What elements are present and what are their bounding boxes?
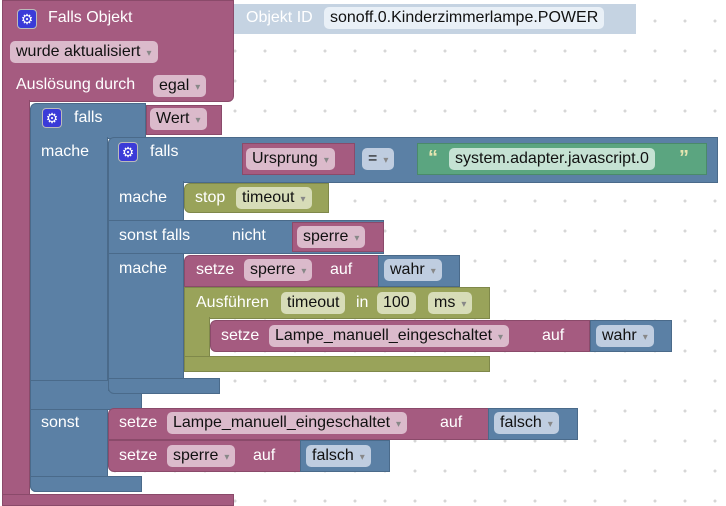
inner-do-label: mache [119, 189, 168, 206]
to-label: auf [542, 327, 565, 344]
unit-dropdown[interactable]: ms ▾ [428, 292, 473, 314]
bool-dropdown[interactable]: wahr ▾ [596, 325, 654, 347]
unit: ms [434, 294, 456, 311]
dropdown-arrow-icon: ▾ [396, 419, 402, 430]
delay-field[interactable]: 100 [377, 292, 416, 314]
dropdown-arrow-icon: ▾ [323, 155, 329, 166]
dropdown-arrow-icon: ▾ [224, 452, 230, 463]
to-label: auf [440, 414, 463, 431]
event-option: wurde aktualisiert [16, 43, 141, 60]
inner-if-spine [108, 181, 184, 391]
timeout-label: Ausführen [196, 294, 269, 311]
gear-icon[interactable]: ⚙ [42, 108, 62, 128]
gear-icon[interactable]: ⚙ [118, 142, 138, 162]
dropdown-arrow-icon: ▾ [642, 332, 648, 343]
compare-op: = [368, 150, 378, 167]
event-block-footer [2, 494, 234, 506]
outer-if-end [30, 476, 142, 492]
object-id-label: Objekt ID [246, 9, 313, 26]
set-sperre-var-dropdown[interactable]: sperre ▾ [167, 445, 236, 467]
timeout-end [184, 356, 490, 372]
set-label: setze [119, 414, 158, 431]
to-label: auf [253, 447, 276, 464]
bool-value: wahr [390, 261, 425, 278]
elseif-label: sonst falls [119, 227, 191, 244]
dropdown-arrow-icon: ▾ [146, 48, 152, 59]
outer-else-label: sonst [41, 414, 80, 431]
set-var: sperre [250, 261, 296, 278]
inner-do2-label: mache [119, 260, 168, 277]
not-label: nicht [232, 227, 266, 244]
not-var: sperre [303, 228, 349, 245]
dropdown-arrow-icon: ▾ [359, 452, 365, 463]
bool-dropdown[interactable]: falsch ▾ [306, 445, 371, 467]
compare-left-dropdown[interactable]: Ursprung ▾ [246, 148, 335, 170]
gear-icon[interactable]: ⚙ [17, 9, 37, 29]
dropdown-arrow-icon: ▾ [301, 266, 307, 277]
dropdown-arrow-icon: ▾ [547, 419, 553, 430]
open-quote-icon: “ [428, 147, 438, 169]
compare-left: Ursprung [252, 150, 318, 167]
compare-right-field[interactable]: system.adapter.javascript.0 [449, 148, 655, 170]
set-sperre-var-dropdown[interactable]: sperre ▾ [244, 259, 313, 281]
event-block-spine [2, 100, 30, 496]
dropdown-arrow-icon: ▾ [354, 233, 360, 244]
in-label: in [356, 294, 369, 311]
event-dropdown[interactable]: wurde aktualisiert ▾ [10, 41, 158, 63]
outer-if-label: falls [74, 109, 103, 126]
dropdown-arrow-icon: ▾ [461, 299, 467, 310]
outer-if-spine [30, 137, 108, 492]
timeout-spine [184, 317, 210, 359]
bool-dropdown[interactable]: wahr ▾ [384, 259, 442, 281]
to-label: auf [330, 261, 353, 278]
not-var-dropdown[interactable]: sperre ▾ [297, 226, 366, 248]
trigger-dropdown[interactable]: egal ▾ [153, 75, 207, 97]
bool-dropdown[interactable]: falsch ▾ [494, 412, 559, 434]
trigger-label: Auslösung durch [16, 76, 136, 93]
set-var: Lampe_manuell_eingeschaltet [275, 327, 493, 344]
bool-value: falsch [312, 447, 354, 464]
set-var: sperre [173, 447, 219, 464]
outer-do-label: mache [41, 143, 90, 160]
set-label: setze [119, 447, 158, 464]
condition-var-dropdown[interactable]: Wert ▾ [150, 108, 207, 130]
inner-if-end [108, 378, 220, 394]
timeout-name-field[interactable]: timeout [281, 292, 346, 314]
set-var: Lampe_manuell_eingeschaltet [173, 414, 391, 431]
close-quote-icon: ” [679, 147, 689, 169]
set-lampe-var-dropdown[interactable]: Lampe_manuell_eingeschaltet ▾ [269, 325, 510, 347]
stop-label: stop [195, 189, 226, 206]
trigger-title: Falls Objekt [48, 9, 133, 26]
dropdown-arrow-icon: ▾ [383, 155, 389, 166]
dropdown-arrow-icon: ▾ [195, 82, 201, 93]
bool-value: falsch [500, 414, 542, 431]
set-label: setze [221, 327, 260, 344]
compare-op-dropdown[interactable]: =▾ [362, 148, 395, 170]
set-label: setze [196, 261, 235, 278]
dropdown-arrow-icon: ▾ [195, 115, 201, 126]
dropdown-arrow-icon: ▾ [300, 194, 306, 205]
inner-if-label: falls [150, 143, 179, 160]
object-id-field[interactable]: sonoff.0.Kinderzimmerlampe.POWER [324, 7, 605, 29]
bool-value: wahr [602, 327, 637, 344]
stop-timer: timeout [242, 189, 295, 206]
condition-var: Wert [156, 110, 190, 127]
dropdown-arrow-icon: ▾ [498, 332, 504, 343]
dropdown-arrow-icon: ▾ [430, 266, 436, 277]
stop-timer-dropdown[interactable]: timeout ▾ [236, 187, 312, 209]
trigger-option: egal [159, 77, 190, 94]
set-lampe-var-dropdown[interactable]: Lampe_manuell_eingeschaltet ▾ [167, 412, 408, 434]
